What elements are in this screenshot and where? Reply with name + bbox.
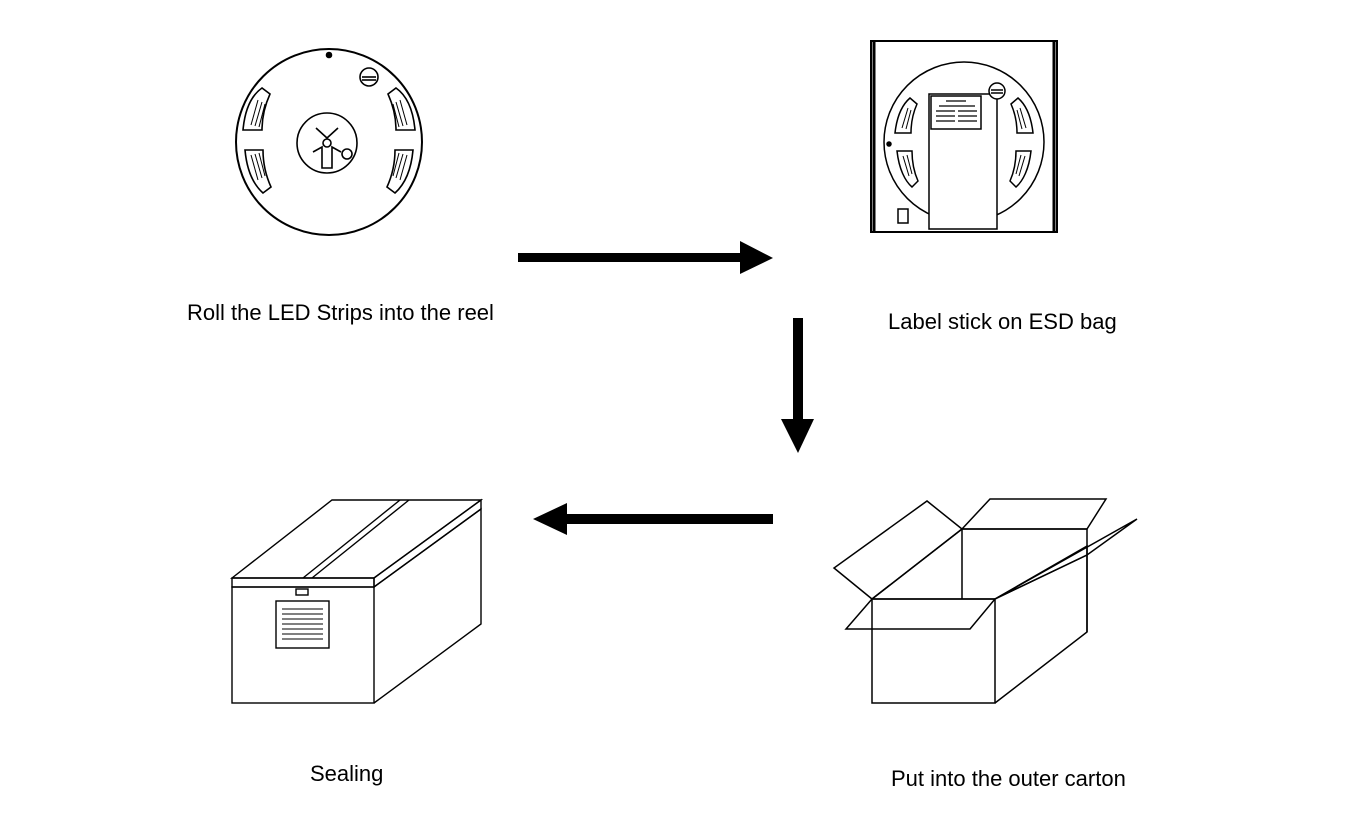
step-caption-roll: Roll the LED Strips into the reel	[187, 300, 494, 325]
arrow-left	[533, 503, 773, 535]
arrow-down	[781, 318, 814, 453]
sealed-box-icon	[229, 498, 484, 704]
esd-bag-label-icon	[870, 40, 1058, 233]
step-caption-carton: Put into the outer carton	[891, 766, 1126, 791]
step-caption-label: Label stick on ESD bag	[888, 309, 1117, 334]
led-reel-icon	[235, 48, 423, 236]
arrow-right	[518, 241, 773, 274]
open-carton-icon	[832, 498, 1138, 704]
step-caption-seal: Sealing	[310, 761, 384, 786]
